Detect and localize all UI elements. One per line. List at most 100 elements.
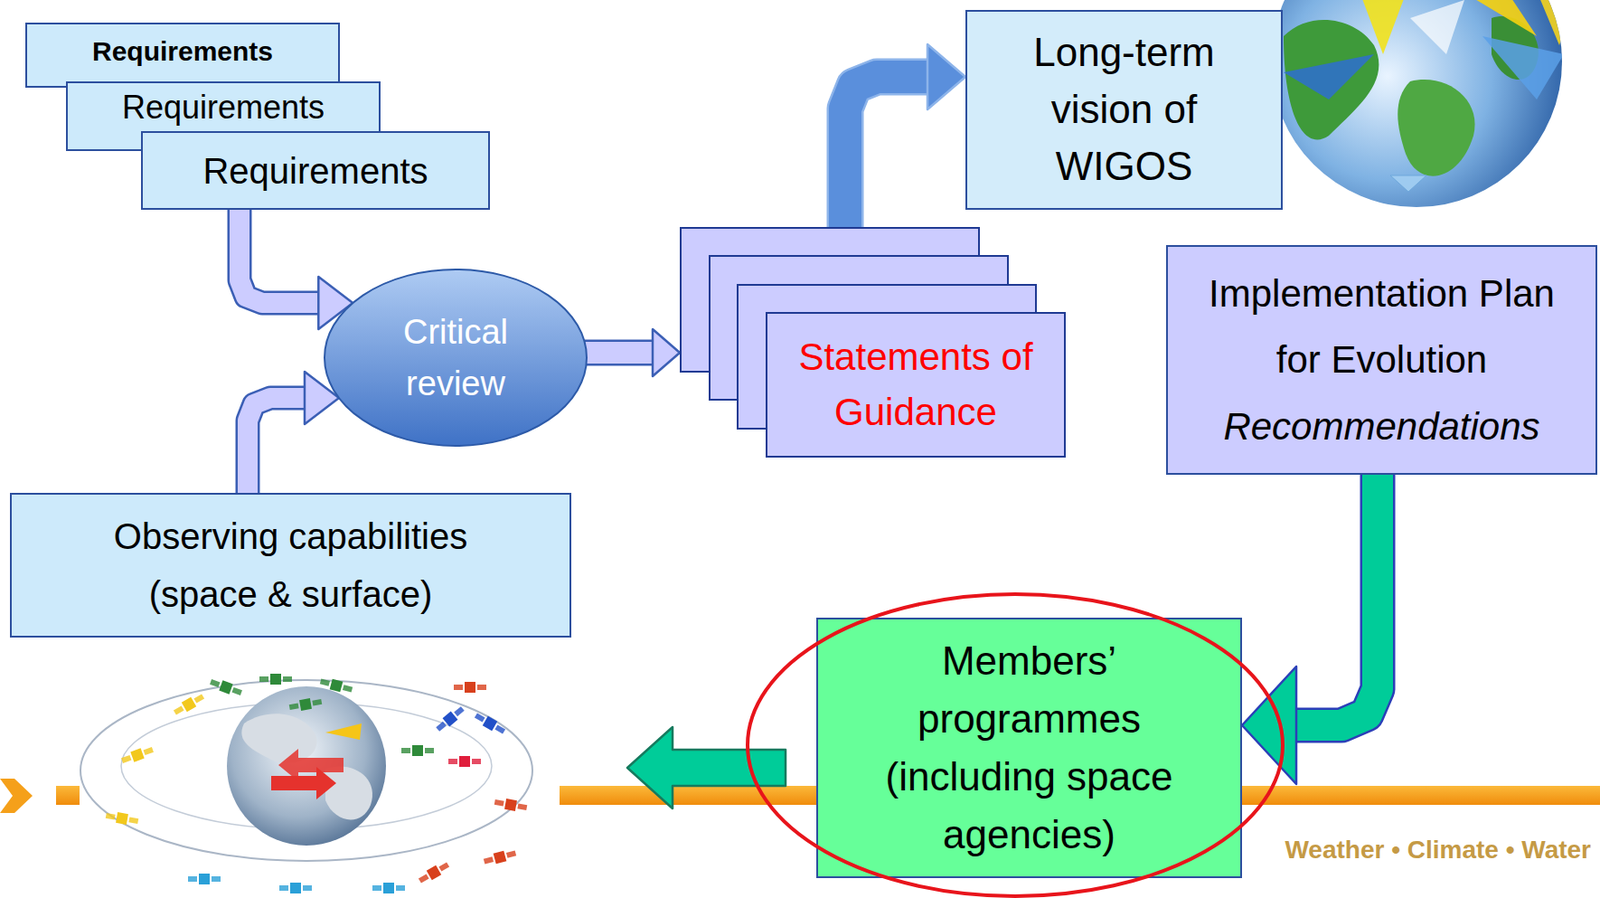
satellite-icon <box>104 809 140 827</box>
wind-arrow <box>278 748 344 782</box>
solar-panel <box>121 754 132 763</box>
globe-illustration <box>1270 0 1573 208</box>
satellite-body <box>459 755 471 767</box>
solar-panel <box>188 875 198 882</box>
node-text: Members’ programmes (including space age… <box>857 631 1202 863</box>
satellite-icon <box>208 676 244 698</box>
arrow-shaft <box>845 76 928 227</box>
input-box: Observing capabilities (space & surface) <box>9 492 572 638</box>
ribbon <box>1355 0 1411 55</box>
ribbon <box>1482 36 1564 100</box>
satellite-body <box>299 697 312 711</box>
node-text: Statements of Guidance <box>780 329 1052 441</box>
satellite-body <box>426 865 442 880</box>
illustration-ground <box>79 627 560 898</box>
solar-panel <box>424 747 434 753</box>
satellite-icon <box>372 882 405 894</box>
satellite-illustration <box>79 627 560 898</box>
solar-panel <box>173 705 185 715</box>
programme-box: Members’ programmes (including space age… <box>816 617 1243 878</box>
flow-arrow <box>239 209 353 330</box>
satellite-icon <box>171 691 206 717</box>
arrow-head <box>652 329 680 377</box>
node-text: Critical review <box>365 306 546 410</box>
flow-arrow <box>845 44 966 227</box>
solar-panel <box>211 875 221 882</box>
requirements-box: Requirements <box>25 22 340 88</box>
requirements-box: Requirements <box>141 131 490 210</box>
satellite-body <box>464 681 476 693</box>
satellite-icon <box>288 696 323 713</box>
satellite-body <box>493 850 508 865</box>
land <box>1397 79 1475 177</box>
satellite-icon <box>472 710 507 736</box>
arrow-outline <box>845 76 928 227</box>
ribbon <box>1283 54 1375 100</box>
node-text: Requirements <box>92 35 273 68</box>
node-text: Recommendations <box>1223 393 1540 461</box>
satellite-icon <box>259 673 292 685</box>
ribbon <box>1536 0 1573 46</box>
satellite-body <box>329 678 344 693</box>
solar-panel <box>448 758 458 764</box>
solar-panel <box>435 721 447 732</box>
arrow-shaft <box>247 397 305 493</box>
document-sheet <box>766 312 1065 457</box>
solar-panel <box>311 698 322 706</box>
satellite-icon <box>401 744 434 756</box>
solar-panel <box>142 746 153 755</box>
flow-arrow <box>247 371 339 493</box>
node-text: Observing capabilities (space & surface) <box>74 507 509 623</box>
node-text: Long-term vision of WIGOS <box>1007 24 1243 196</box>
land <box>241 713 317 763</box>
orbit-line <box>80 679 533 861</box>
solar-panel <box>282 676 292 682</box>
solar-panel <box>517 802 528 810</box>
solar-panel <box>302 884 312 891</box>
plan-box: Implementation Plan for EvolutionRecomme… <box>1166 244 1598 475</box>
node-text: Requirements <box>202 149 428 193</box>
arrow-outline <box>1296 474 1378 725</box>
land <box>325 765 373 819</box>
earth <box>226 686 386 846</box>
solar-panel <box>477 684 487 690</box>
land <box>1283 19 1379 141</box>
arrow-head <box>1242 666 1297 784</box>
arrow-shaft <box>584 341 653 364</box>
satellite-body <box>181 696 197 712</box>
solar-panel <box>105 812 116 820</box>
solar-panel <box>401 747 411 753</box>
node-text: Implementation Plan for Evolution <box>1196 260 1568 394</box>
arrow-shaft <box>1296 474 1378 725</box>
ellipse-shape <box>324 269 587 446</box>
satellite-icon <box>120 743 155 766</box>
satellite-body <box>198 873 210 885</box>
satellite-body <box>412 744 424 756</box>
flow-arrow <box>584 329 680 377</box>
arrow-outline <box>584 339 653 367</box>
satellite-icon <box>319 676 354 696</box>
satellite-icon <box>416 859 451 885</box>
process-ellipse: Critical review <box>322 267 589 448</box>
solar-panel <box>128 816 139 824</box>
solar-panel <box>279 884 289 891</box>
ribbon <box>1410 0 1465 55</box>
flow-arrow <box>627 726 786 809</box>
solar-panel <box>259 676 269 682</box>
solar-panel <box>494 799 505 807</box>
solar-panel <box>453 705 465 716</box>
satellite-icon <box>448 755 481 767</box>
satellite-body <box>218 679 233 694</box>
solar-panel <box>193 693 205 703</box>
vision-box: Long-term vision of WIGOS <box>965 9 1283 210</box>
document-stack: Statements of Guidance <box>679 226 1067 460</box>
satellite-icon <box>482 847 518 867</box>
sheet-text-area: Statements of Guidance <box>765 311 1066 458</box>
solar-panel <box>483 856 494 864</box>
solar-panel <box>209 678 220 688</box>
solar-panel <box>506 849 517 857</box>
satellite-body <box>504 798 518 811</box>
arrow-outline <box>239 209 319 303</box>
ellipse-outline <box>322 267 589 448</box>
